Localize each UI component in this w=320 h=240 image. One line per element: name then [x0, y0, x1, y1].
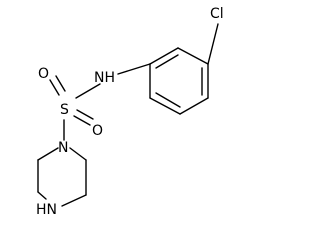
c-n-bond — [117, 63, 151, 75]
atom-s: S — [60, 102, 69, 118]
s-o-double-bond — [73, 115, 91, 126]
s-o-double-bond — [49, 79, 60, 96]
s-o-double-bond — [55, 75, 66, 92]
s-o-double-bond — [76, 109, 94, 120]
c-cl-bond — [207, 23, 219, 65]
ring-bond — [177, 47, 209, 65]
ring-double-bond-inner — [155, 54, 179, 69]
structure-canvas: Cl NH O S O N HN — [36, 6, 224, 218]
ring-bond — [149, 47, 179, 65]
ring-bond — [61, 194, 87, 207]
atom-nh-sulfonamide: NH — [94, 70, 115, 86]
molecule-diagram: Cl NH O S O N HN — [36, 6, 224, 218]
atom-labels: Cl NH O S O N HN — [36, 6, 224, 218]
ring-bond — [179, 97, 209, 115]
atom-nh-ring: HN — [36, 202, 57, 218]
atom-cl: Cl — [210, 6, 224, 22]
ring-bond — [69, 147, 87, 161]
n-s-bond — [75, 83, 101, 99]
atom-o-top: O — [38, 66, 49, 82]
ring-bond — [149, 97, 181, 115]
ring-bond — [37, 191, 47, 200]
bond-lines — [37, 23, 219, 207]
ring-bond — [37, 147, 59, 161]
ring-double-bond-inner — [155, 92, 181, 108]
atom-n-ring: N — [58, 140, 68, 156]
atom-o-right: O — [92, 123, 103, 139]
